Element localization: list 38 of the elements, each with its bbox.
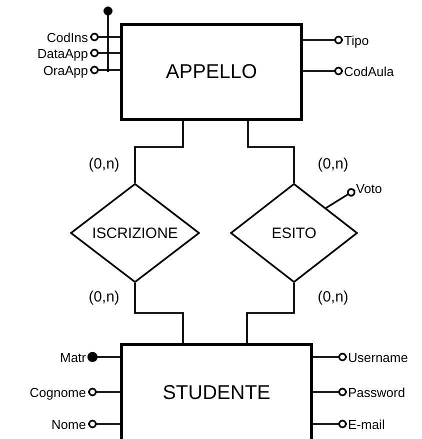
entity-name: APPELLO: [166, 60, 258, 84]
attribute-name: E-mail: [348, 416, 385, 432]
attribute-connector: [90, 66, 120, 74]
attribute-connector: [90, 32, 120, 42]
attribute-connector: [303, 66, 343, 76]
attribute-name: OraApp: [43, 62, 88, 78]
attribute-connector: [303, 36, 343, 44]
relationship-name: ESITO: [272, 224, 316, 242]
relationship-line: [247, 121, 295, 183]
entity-box: [120, 23, 303, 121]
attribute-name: Nome: [51, 416, 86, 432]
attribute-name: DataApp: [37, 46, 88, 60]
cardinality-label: (0,n): [88, 288, 120, 306]
entity-box: [120, 343, 313, 439]
attribute-connector: [326, 188, 356, 209]
attribute-name: Cognome: [30, 384, 86, 400]
cardinality-label: (0,n): [88, 156, 120, 172]
attribute-connector: [88, 388, 120, 396]
attribute-connector: [88, 420, 120, 428]
cardinality-label: (0,n): [316, 288, 350, 306]
attribute-connector: [313, 420, 347, 428]
attribute-connector: [90, 48, 120, 58]
attribute-name: Matr: [60, 350, 86, 364]
attribute-connector: [313, 388, 347, 396]
attribute-name: Tipo: [344, 32, 369, 48]
entity-name: STUDENTE: [162, 382, 270, 404]
relationship-line: [134, 121, 184, 183]
attribute-name: Voto: [356, 180, 382, 196]
attribute-name: CodAula: [344, 64, 394, 78]
cardinality-label: (0,n): [316, 156, 350, 172]
relationship-name: ISCRIZIONE: [92, 224, 178, 242]
relationship-line: [134, 283, 184, 343]
attribute-name: Password: [348, 384, 406, 400]
relationship-line: [246, 283, 295, 343]
attribute-name: CodIns: [46, 30, 88, 44]
attribute-connector: [313, 352, 347, 362]
attribute-name: Username: [348, 350, 408, 364]
attribute-connector: [87, 352, 120, 362]
